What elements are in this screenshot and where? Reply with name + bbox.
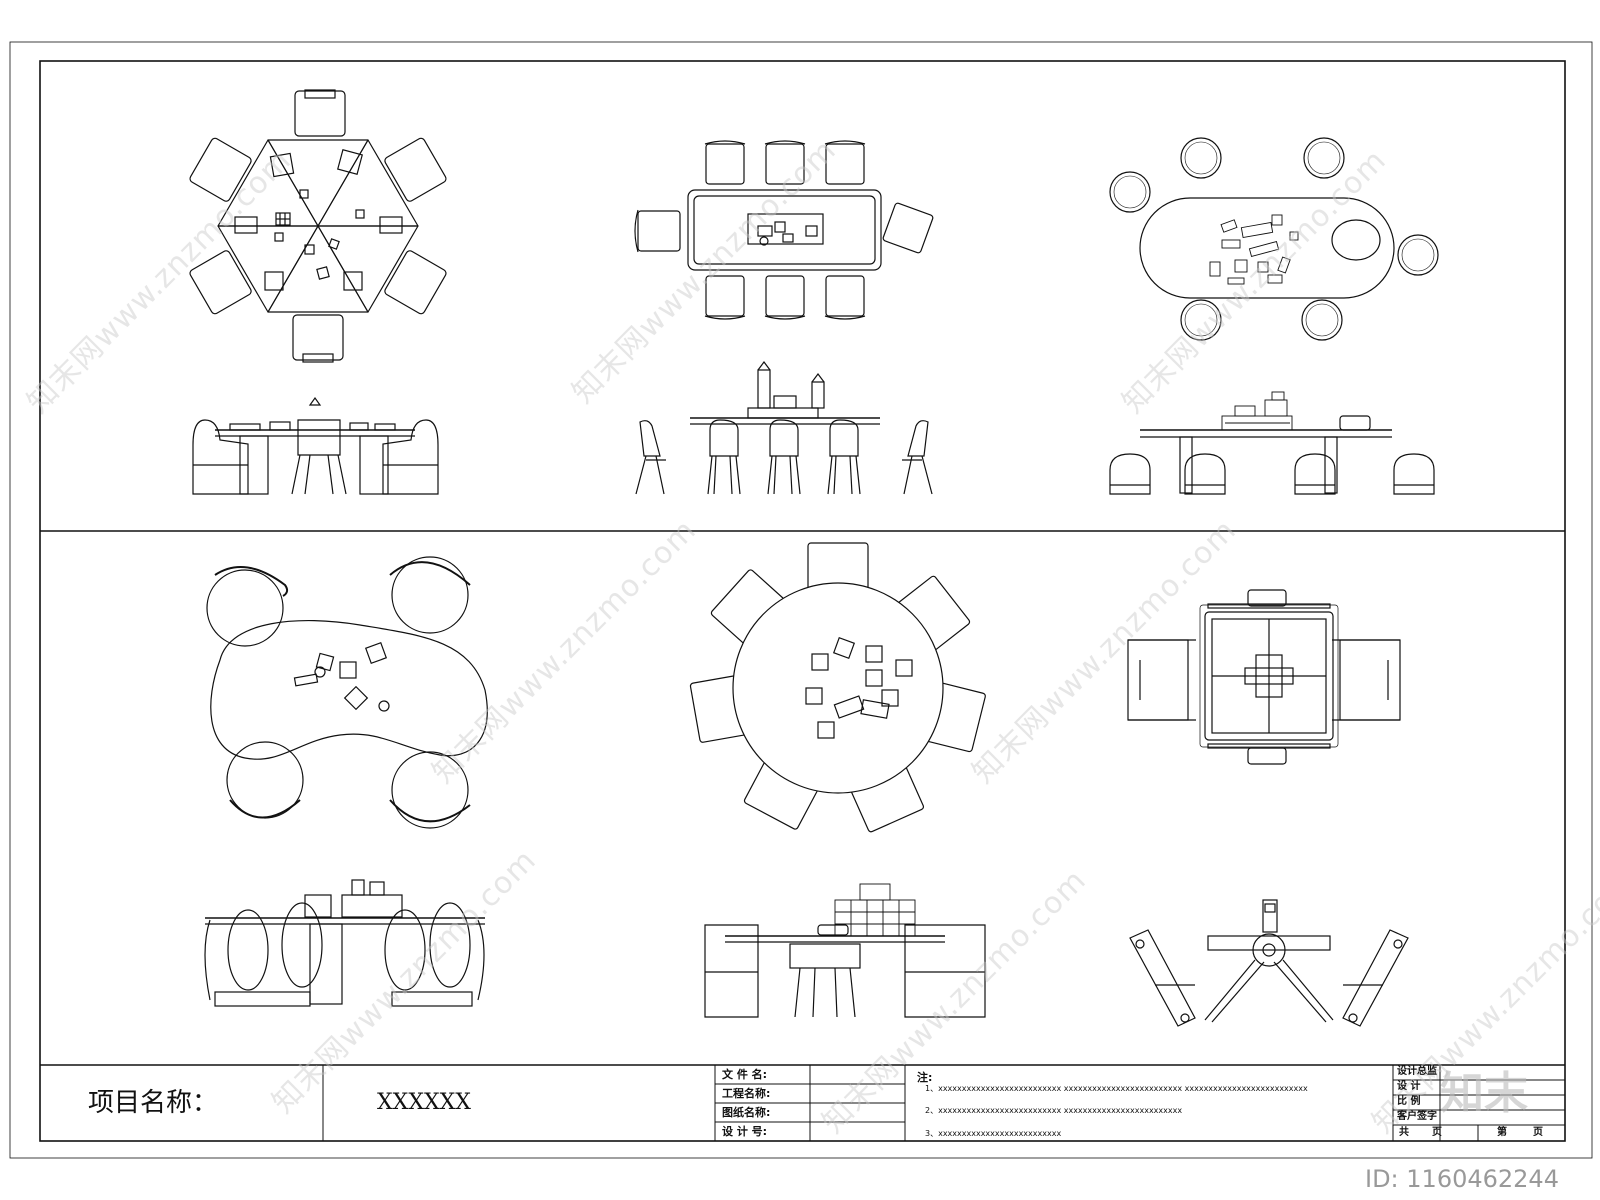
note-line-3: 3、xxxxxxxxxxxxxxxxxxxxxxxxxx: [925, 1129, 1062, 1138]
current-page-label: 第: [1497, 1127, 1507, 1138]
round-table-elevation: [704, 883, 986, 1018]
total-pages-unit: 页: [1432, 1127, 1442, 1138]
notes-label: 注:: [917, 1071, 933, 1084]
hex-table-plan: [189, 89, 447, 363]
title-block-grid: [322, 1065, 1565, 1141]
watermark-logo: 知末: [1440, 1068, 1528, 1119]
round-table-plan: [689, 542, 986, 833]
drawing-id: ID: 1160462244: [1365, 1165, 1559, 1193]
sign-client: 客户签字: [1397, 1111, 1437, 1122]
kidney-table-plan: [206, 556, 488, 829]
drawing-frame: [39, 60, 1566, 1142]
chairs-bottom-row: [704, 275, 866, 320]
sign-scale: 比 例: [1397, 1096, 1421, 1107]
field-drawing-name: 图纸名称:: [722, 1106, 771, 1119]
project-name-value: XXXXXX: [377, 1090, 471, 1115]
note-line-2: 2、xxxxxxxxxxxxxxxxxxxxxxxxxx xxxxxxxxxxx…: [925, 1106, 1183, 1115]
rect-table-elevation: [635, 361, 933, 495]
hex-table-elevation: [192, 396, 439, 495]
current-page-unit: 页: [1533, 1127, 1543, 1138]
field-project-name: 工程名称:: [722, 1087, 771, 1100]
sign-designer: 设 计: [1397, 1081, 1421, 1092]
kidney-table-elevation: [204, 879, 485, 1007]
rect-table-plan: [634, 140, 934, 320]
note-line-1: 1、xxxxxxxxxxxxxxxxxxxxxxxxxx xxxxxxxxxxx…: [925, 1084, 1308, 1093]
square-table-plan: [1127, 589, 1401, 765]
elev-chairs: [635, 419, 933, 495]
oval-table-plan: [1109, 137, 1439, 341]
total-pages-label: 共: [1399, 1127, 1409, 1138]
project-name-label: 项目名称：: [88, 1088, 219, 1118]
oval-table-elevation: [1109, 391, 1435, 495]
square-table-elevation: [1129, 899, 1409, 1027]
field-design-number: 设 计 号:: [722, 1125, 768, 1138]
field-file-name: 文 件 名:: [722, 1068, 768, 1081]
chairs-top-row: [704, 140, 866, 185]
sign-design-director: 设计总监: [1397, 1066, 1437, 1077]
